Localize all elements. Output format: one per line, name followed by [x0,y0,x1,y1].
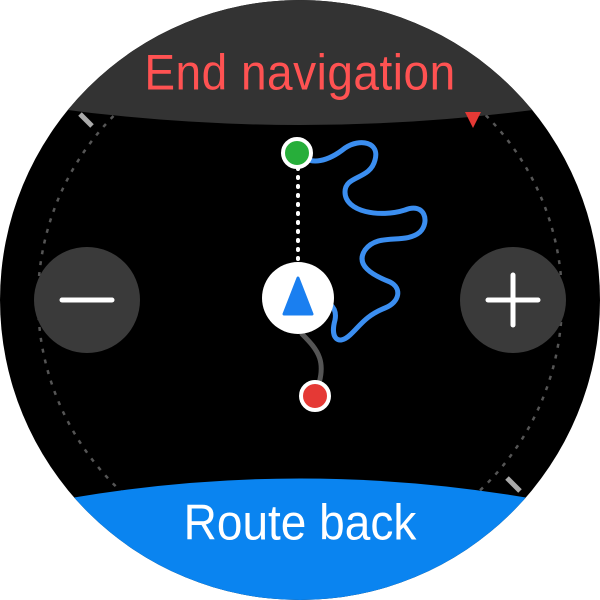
end-navigation-label: End navigation [144,43,456,101]
current-position [262,262,334,334]
start-marker [281,137,313,169]
plus-icon [485,272,541,328]
route-back-label: Route back [183,493,417,551]
end-marker [299,380,331,412]
zoom-out-button[interactable] [34,247,140,353]
zoom-in-button[interactable] [460,247,566,353]
minus-icon [59,297,115,303]
